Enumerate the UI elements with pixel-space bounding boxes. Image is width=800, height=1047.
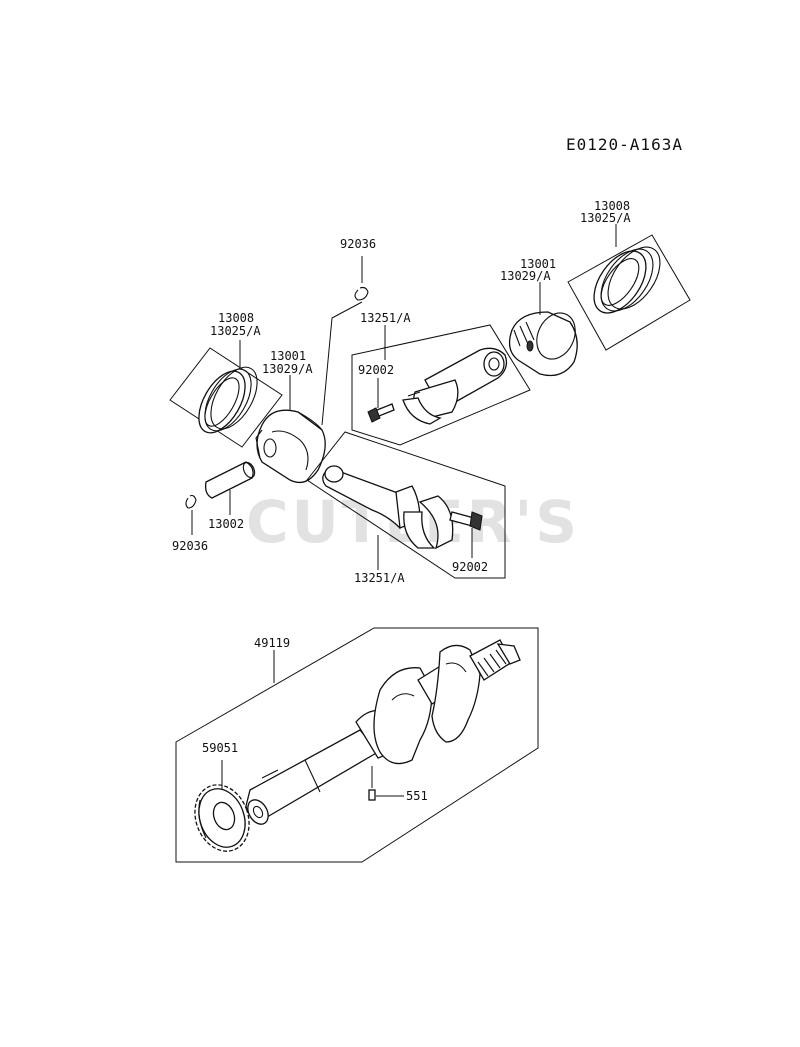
- label-ring-left-2: 13025/A: [210, 324, 261, 338]
- label-ring-right-2: 13025/A: [580, 211, 631, 225]
- label-piston-left-1: 13001: [270, 349, 306, 363]
- connecting-rod-top-group: [351, 324, 531, 446]
- label-clip-bottom: 92036: [172, 539, 208, 553]
- crankshaft-gear: [194, 784, 250, 852]
- piston-left: [255, 409, 326, 484]
- label-rod-bottom: 13251/A: [354, 571, 405, 585]
- piston-pin: [204, 461, 256, 499]
- label-pin: 13002: [208, 517, 244, 531]
- piston-right: [508, 311, 578, 377]
- label-bolt-top: 92002: [358, 363, 394, 377]
- piston-ring-set-right: [567, 234, 691, 351]
- connecting-rod-bottom-group: [306, 431, 506, 579]
- label-crankshaft: 49119: [254, 636, 290, 650]
- circlip-bottom: [185, 494, 197, 509]
- label-gear: 59051: [202, 741, 238, 755]
- diagram-code: E0120-A163A: [566, 135, 683, 154]
- label-bolt-bottom: 92002: [452, 560, 488, 574]
- label-piston-right-2: 13029/A: [500, 269, 551, 283]
- circlip-top: [354, 286, 369, 301]
- piston-ring-set-left: [169, 347, 283, 448]
- label-ring-left-1: 13008: [218, 311, 254, 325]
- label-piston-left-2: 13029/A: [262, 362, 313, 376]
- label-ring-right-1: 13008: [594, 199, 630, 213]
- label-clip-top: 92036: [340, 237, 376, 251]
- label-rod-top: 13251/A: [360, 311, 411, 325]
- label-key: 551: [406, 789, 428, 803]
- label-piston-right-1: 13001: [520, 257, 556, 271]
- crankshaft-group: [175, 627, 539, 863]
